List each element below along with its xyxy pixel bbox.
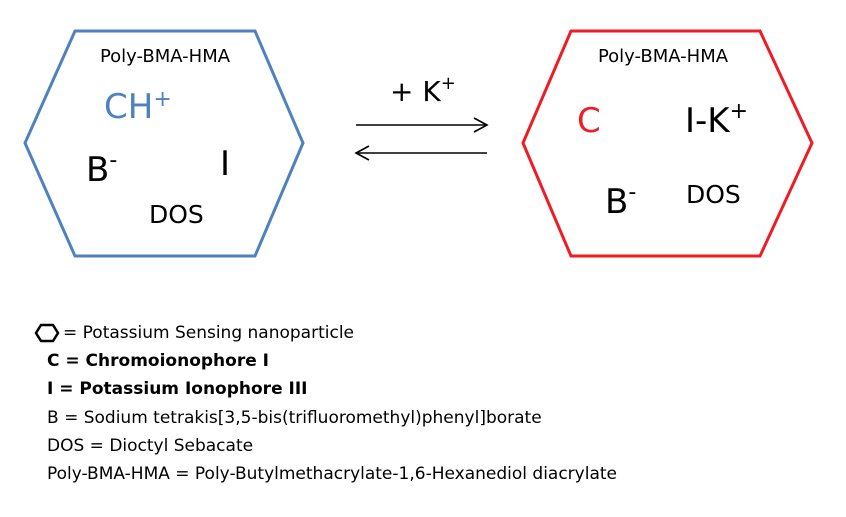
reaction-reagent: + K+ bbox=[390, 73, 456, 108]
hexagon-icon bbox=[34, 323, 60, 343]
reverse-arrow bbox=[354, 145, 487, 161]
legend-item-nanoparticle: = Potassium Sensing nanoparticle bbox=[63, 323, 355, 343]
left-chromoionophore: CH+ bbox=[104, 87, 172, 127]
right-chromoionophore: C bbox=[577, 101, 601, 141]
left-polymer-label: Poly-BMA-HMA bbox=[100, 46, 231, 67]
right-polymer-label: Poly-BMA-HMA bbox=[598, 46, 729, 67]
left-nanoparticle-hexagon bbox=[23, 29, 305, 258]
legend-item-polymer: Poly-BMA-HMA = Poly-Butylmethacrylate-1,… bbox=[47, 464, 617, 484]
legend-item-borate: B = Sodium tetrakis[3,5-bis(trifluoromet… bbox=[47, 408, 542, 428]
right-complex: I-K+ bbox=[685, 99, 748, 141]
legend-item-chromoionophore: C = Chromoionophore I bbox=[47, 351, 269, 371]
right-nanoparticle-hexagon bbox=[521, 29, 814, 258]
right-plasticizer: DOS bbox=[686, 180, 741, 209]
forward-arrow bbox=[356, 117, 489, 133]
left-ionophore: I bbox=[220, 144, 230, 184]
legend-item-plasticizer: DOS = Dioctyl Sebacate bbox=[47, 436, 254, 456]
left-plasticizer: DOS bbox=[149, 200, 204, 229]
legend-item-ionophore: I = Potassium Ionophore III bbox=[47, 379, 308, 399]
right-borate: B- bbox=[605, 180, 636, 222]
left-borate: B- bbox=[86, 148, 117, 190]
